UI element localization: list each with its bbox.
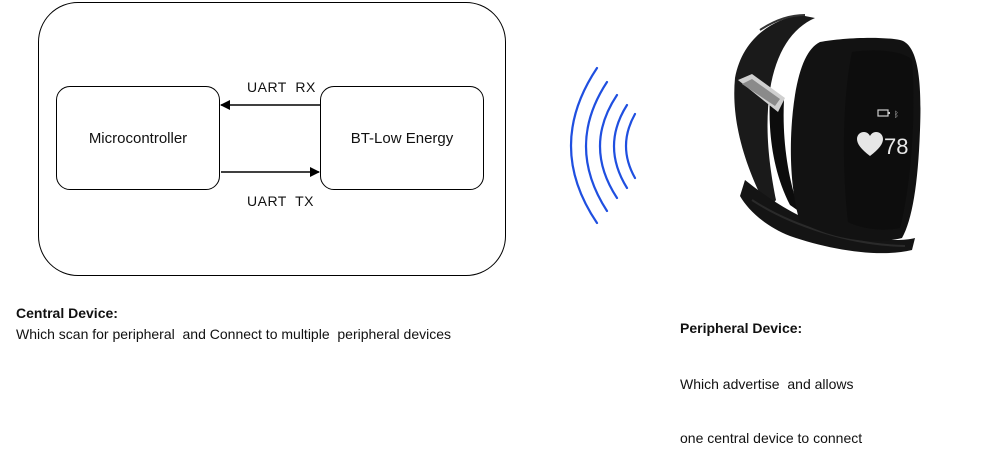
heart-rate-value: 78 xyxy=(884,134,908,159)
peripheral-description-line-1: Which advertise and allows xyxy=(680,376,854,392)
peripheral-device-description: Which advertise and allows one central d… xyxy=(680,339,940,465)
ble-module-label: BT-Low Energy xyxy=(350,129,454,147)
connector-layer: ᛒ 78 xyxy=(220,14,921,254)
uart-tx-label: UART TX xyxy=(247,193,315,209)
uart-rx-label: UART RX xyxy=(247,79,316,95)
peripheral-description-line-2: one central device to connect xyxy=(680,430,863,446)
wireless-signal-icon xyxy=(569,66,637,225)
microcontroller-label: Microcontroller xyxy=(88,129,188,147)
heart-icon xyxy=(857,132,883,156)
central-device-description: Which scan for peripheral and Connect to… xyxy=(16,326,452,342)
microcontroller-block: Microcontroller xyxy=(56,86,220,190)
central-device-enclosure xyxy=(38,2,506,276)
central-device-title: Central Device: xyxy=(16,305,118,321)
bluetooth-icon: ᛒ xyxy=(894,110,899,119)
fitness-band-image: ᛒ 78 xyxy=(734,14,921,254)
ble-module-block: BT-Low Energy xyxy=(320,86,484,190)
peripheral-device-title: Peripheral Device: xyxy=(680,320,803,336)
